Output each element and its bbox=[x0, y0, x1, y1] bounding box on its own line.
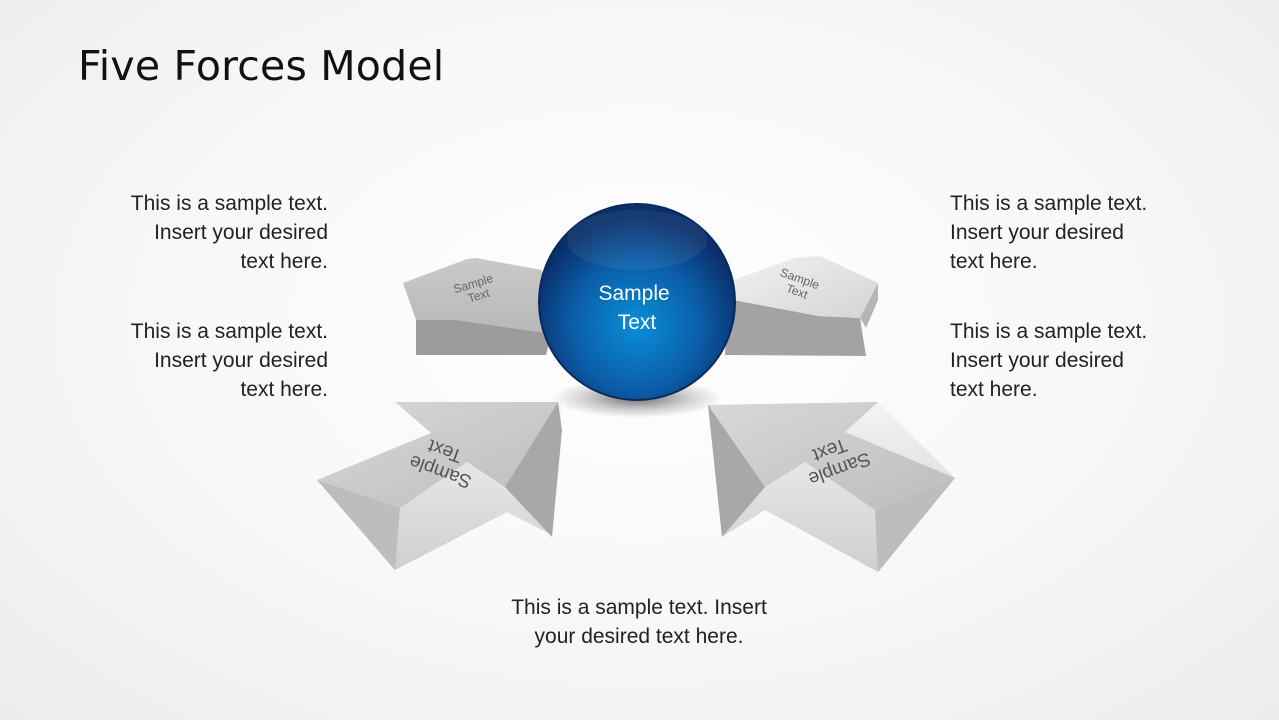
callout-right-top: This is a sample text. Insert your desir… bbox=[950, 189, 1147, 276]
callout-line: text here. bbox=[950, 378, 1038, 401]
arrow-top-left: Sample Text bbox=[403, 258, 551, 355]
callout-bottom: This is a sample text. Insert your desir… bbox=[439, 593, 839, 651]
arrow-label: Sample Text bbox=[793, 428, 873, 491]
callout-line: text here. bbox=[240, 250, 328, 273]
callout-line: This is a sample text. Insert bbox=[511, 596, 767, 619]
callout-line: text here. bbox=[240, 378, 328, 401]
callout-line: Insert your desired bbox=[154, 221, 328, 244]
callout-line: This is a sample text. bbox=[950, 192, 1148, 215]
center-label-line: Sample bbox=[598, 282, 669, 305]
callout-line: Insert your desired bbox=[950, 221, 1124, 244]
slide-title: Five Forces Model bbox=[78, 42, 445, 90]
arrow-top-right: Sample Text bbox=[725, 256, 878, 356]
arrow-label-line: Text bbox=[466, 286, 492, 306]
callout-line: This is a sample text. bbox=[130, 320, 328, 343]
arrow-bottom-right: Sample Text bbox=[708, 402, 955, 572]
callout-left-top: This is a sample text. Insert your desir… bbox=[131, 189, 328, 276]
callout-line: Insert your desired bbox=[154, 349, 328, 372]
center-label: Sample Text bbox=[598, 282, 675, 334]
center-label-line: Text bbox=[618, 311, 657, 334]
callout-line: text here. bbox=[950, 250, 1038, 273]
callout-line: This is a sample text. bbox=[950, 320, 1148, 343]
callout-left-bottom: This is a sample text. Insert your desir… bbox=[131, 317, 328, 404]
callout-right-bottom: This is a sample text. Insert your desir… bbox=[950, 317, 1147, 404]
center-sphere: Sample Text bbox=[538, 203, 736, 401]
arrow-bottom-left: Sample Text bbox=[317, 402, 562, 570]
callout-line: Insert your desired bbox=[950, 349, 1124, 372]
callout-line: your desired text here. bbox=[534, 625, 744, 648]
callout-line: This is a sample text. bbox=[130, 192, 328, 215]
